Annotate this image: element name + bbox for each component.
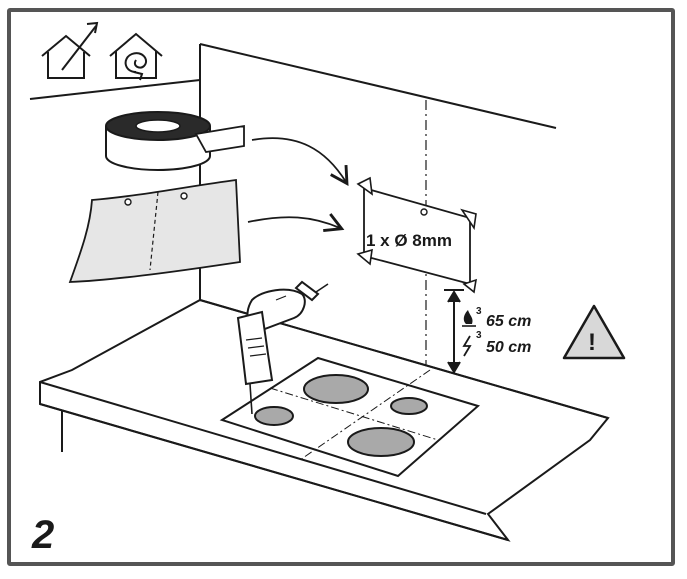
- adhesive-tape-roll: [105, 111, 245, 171]
- burner-small-rear: [390, 397, 428, 415]
- wall-template: [356, 176, 478, 294]
- drill-hole-mark: [420, 208, 428, 216]
- arrow-template-to-wall: [247, 213, 345, 233]
- power-drill-icon: [236, 280, 329, 415]
- electric-height-label: 50 cm: [486, 339, 531, 356]
- electric-icon: [462, 335, 472, 357]
- height-dimension: [444, 289, 464, 374]
- warning-triangle-icon: [562, 304, 626, 360]
- ducted-extraction-icon: [41, 21, 99, 79]
- gas-icon: [462, 310, 476, 327]
- warning-glyph: !: [588, 329, 596, 356]
- diagram-frame: [7, 8, 675, 566]
- arrow-tape-to-wall: [251, 137, 349, 187]
- electric-superscript: 3: [476, 330, 482, 341]
- burner-large-rear: [303, 374, 369, 404]
- step-number: 2: [31, 513, 54, 557]
- hole-size-label: 1 x Ø 8mm: [366, 231, 452, 250]
- paper-drilling-template: [68, 178, 241, 283]
- gas-superscript: 3: [476, 306, 482, 317]
- cooktop: [219, 356, 481, 478]
- recirculation-icon: [109, 32, 163, 81]
- gas-height-label: 65 cm: [486, 313, 531, 330]
- burner-large-front: [347, 427, 415, 457]
- burner-small-front: [254, 406, 294, 426]
